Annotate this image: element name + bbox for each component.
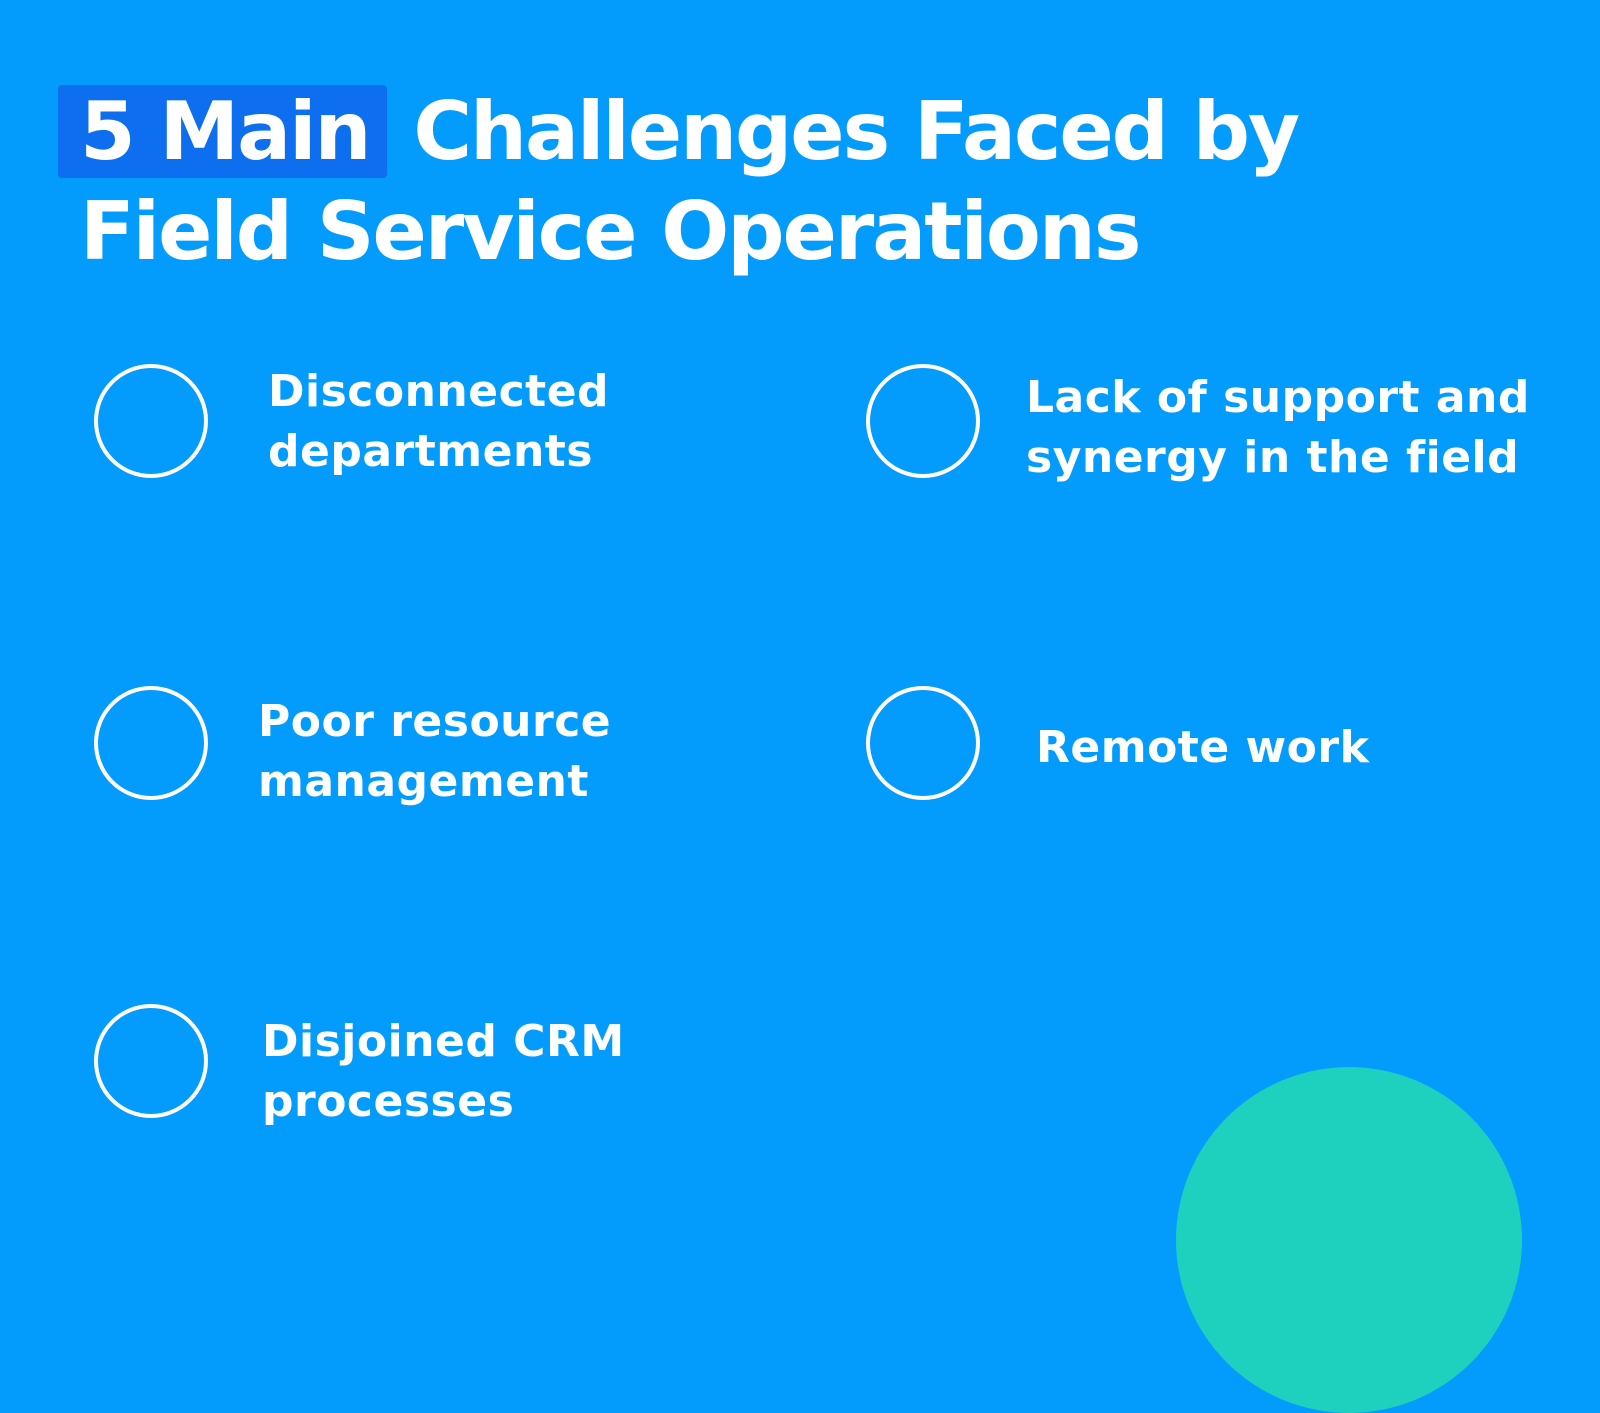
title-line2: Field Service Operations bbox=[80, 185, 1141, 278]
decorative-teal-circle bbox=[1176, 1067, 1522, 1413]
title-highlight: 5 Main bbox=[58, 85, 388, 178]
circle-outline-icon bbox=[866, 364, 980, 478]
circle-outline-icon bbox=[866, 686, 980, 800]
challenge-label: Poor resource management bbox=[258, 696, 612, 807]
challenge-label: Disjoined CRM processes bbox=[262, 1016, 625, 1127]
challenge-label: Lack of support and synergy in the field bbox=[1026, 372, 1530, 483]
challenge-label: Disconnected departments bbox=[268, 366, 610, 477]
circle-outline-icon bbox=[94, 686, 208, 800]
title-line1-rest: Challenges Faced by bbox=[387, 85, 1300, 178]
circle-outline-icon bbox=[94, 364, 208, 478]
challenge-label: Remote work bbox=[1036, 722, 1370, 773]
circle-outline-icon bbox=[94, 1004, 208, 1118]
